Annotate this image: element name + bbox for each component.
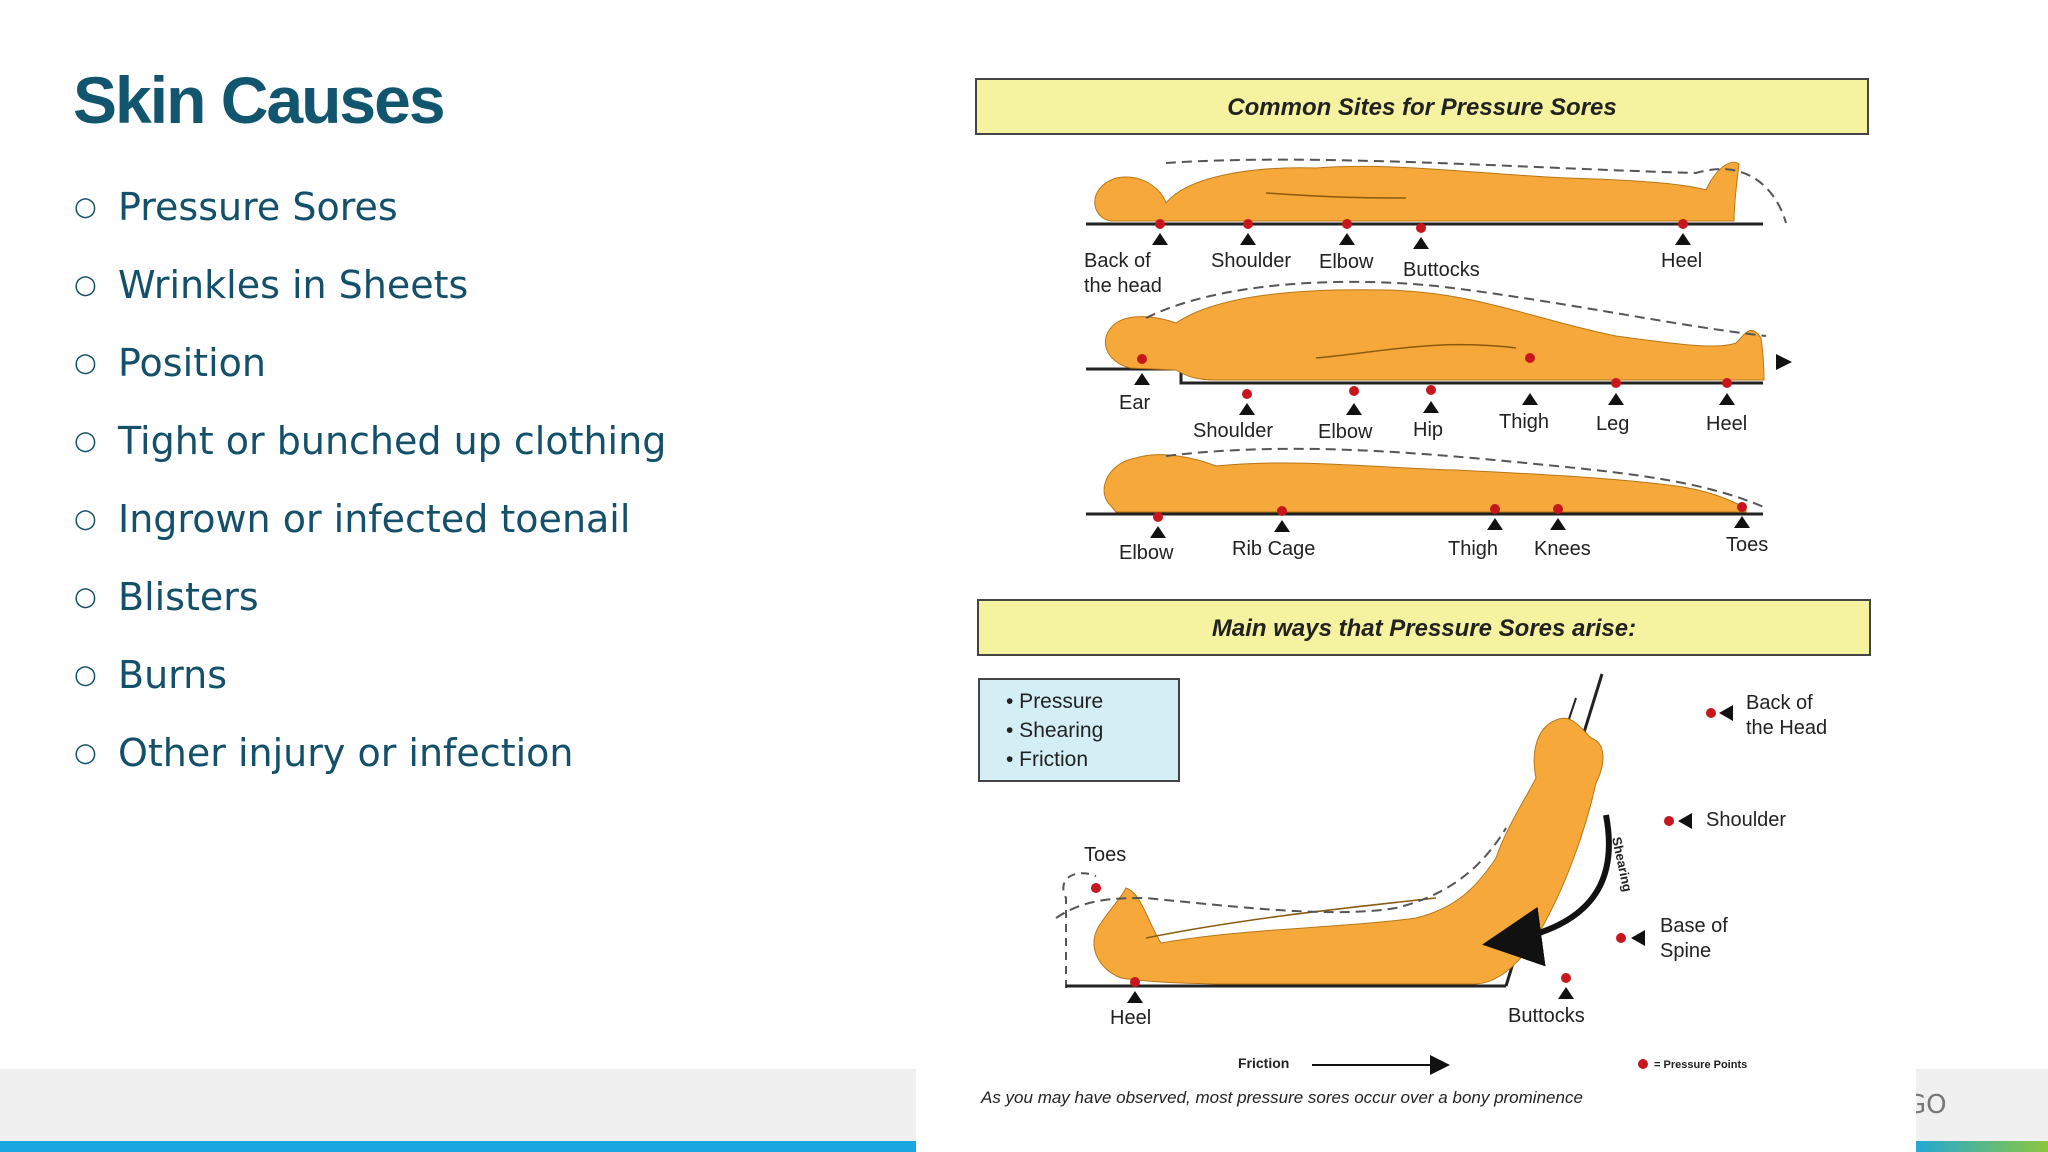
label-elbow-2: Elbow [1318,421,1373,443]
label-toes-sit: Toes [1084,844,1126,866]
figure-prone [1086,447,1767,516]
ways-box [978,678,1180,782]
bullet-item: ○ Blisters [74,558,666,636]
markers-row1 [1152,233,1691,249]
figure-svg: Common Sites for Pressure Sores Back of … [975,78,1871,1107]
label-rib-cage: Rib Cage [1232,538,1315,560]
way-pressure: • Pressure [1006,690,1103,713]
bullet-marker: ○ [74,660,97,690]
label-leg: Leg [1596,413,1629,435]
way-shearing: • Shearing [1006,719,1103,742]
label-shoulder-sit: Shoulder [1706,809,1786,831]
figure-side [1086,280,1792,385]
bullet-text: Tight or bunched up clothing [118,419,667,463]
pressure-points-row3 [1153,502,1747,522]
bullet-marker: ○ [74,426,97,456]
pressure-points-row2 [1137,353,1732,399]
label-elbow-1: Elbow [1319,251,1374,273]
bullet-item: ○ Tight or bunched up clothing [74,402,666,480]
label-hip: Hip [1413,419,1443,441]
label-buttocks-1: Buttocks [1403,259,1480,281]
label-heel-2: Heel [1706,413,1747,435]
label-spine: Spine [1660,940,1711,962]
friction-label: Friction [1238,1055,1289,1071]
pressure-points-row1 [1155,219,1688,233]
label-buttocks-sit: Buttocks [1508,1005,1585,1027]
label-thigh-2: Thigh [1499,411,1549,433]
way-friction: • Friction [1006,748,1088,771]
label-toes-3: Toes [1726,534,1768,556]
bullet-marker: ○ [74,270,97,300]
label-elbow-3: Elbow [1119,542,1174,564]
markers-row3 [1150,516,1750,538]
label-heel-sit: Heel [1110,1007,1151,1029]
bullet-text: Wrinkles in Sheets [118,263,469,307]
bullet-item: ○ Wrinkles in Sheets [74,246,666,324]
bullet-text: Pressure Sores [118,185,398,229]
bullet-item: ○ Position [74,324,666,402]
bullet-marker: ○ [74,738,97,768]
label-the-head: the head [1084,275,1162,297]
bullet-marker: ○ [74,582,97,612]
label-back-of: Back of [1084,250,1151,272]
figure-supine [1086,158,1787,226]
markers-row2 [1134,373,1735,415]
bullet-marker: ○ [74,348,97,378]
bullet-item: ○ Burns [74,636,666,714]
label-shoulder-2: Shoulder [1193,420,1273,442]
bullet-marker: ○ [74,192,97,222]
pressure-points-sitting [1091,708,1716,987]
label-thigh-3: Thigh [1448,538,1498,560]
bullet-text: Blisters [118,575,259,619]
header-sites-text: Common Sites for Pressure Sores [1227,94,1616,121]
bullet-text: Other injury or infection [118,731,574,775]
bullet-text: Position [118,341,266,385]
figure-caption: As you may have observed, most pressure … [980,1088,1583,1107]
label-base-of: Base of [1660,915,1728,937]
label-heel-1: Heel [1661,250,1702,272]
header-ways-text: Main ways that Pressure Sores arise: [1212,615,1636,642]
label-the-head-sit: the Head [1746,717,1827,739]
bullet-item: ○ Ingrown or infected toenail [74,480,666,558]
bullet-item: ○ Other injury or infection [74,714,666,792]
markers-sitting [1127,705,1733,1003]
label-back-of-sit: Back of [1746,692,1813,714]
legend-text: = Pressure Points [1654,1059,1747,1071]
bullet-item: ○ Pressure Sores [74,168,666,246]
bullet-list: ○ Pressure Sores ○ Wrinkles in Sheets ○ Pos… [74,168,666,792]
bullet-text: Burns [118,653,227,697]
label-shoulder-1: Shoulder [1211,250,1291,272]
pressure-point-legend-icon [1638,1059,1648,1069]
bullet-marker: ○ [74,504,97,534]
bullet-text: Ingrown or infected toenail [118,497,631,541]
header-box-sites [975,78,1869,135]
slide-title: Skin Causes [73,63,446,137]
header-box-ways [977,599,1871,656]
label-shearing-arrow: Shearing [1609,836,1635,894]
label-ear: Ear [1119,392,1150,414]
pressure-sores-figure: Common Sites for Pressure Sores Back of … [916,38,1916,1152]
label-knees: Knees [1534,538,1591,560]
